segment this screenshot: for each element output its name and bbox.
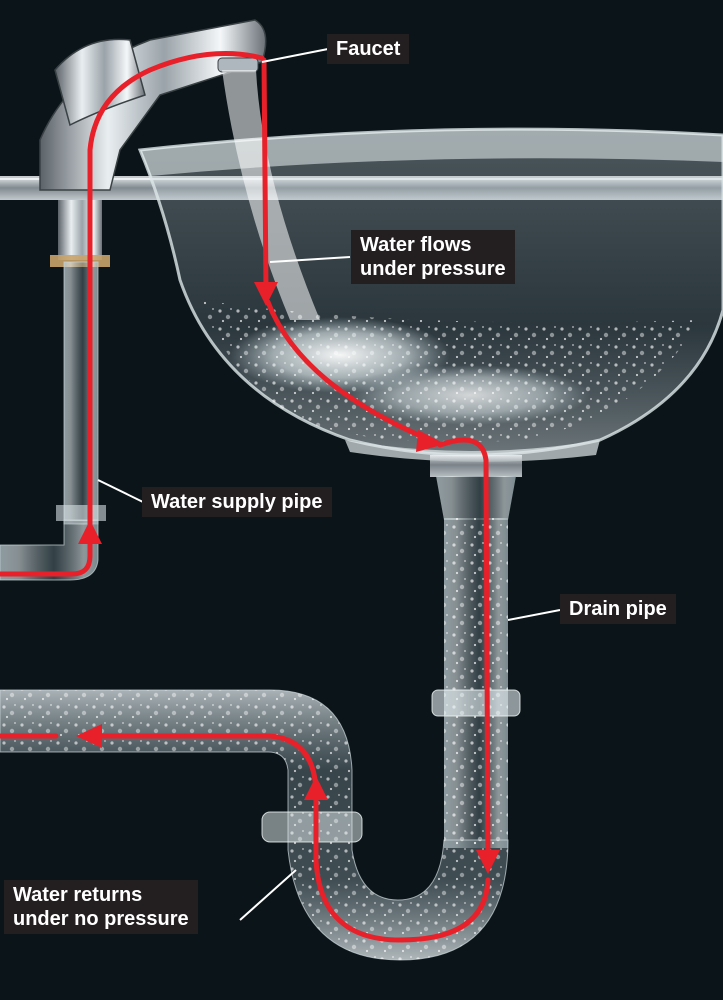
- drain-tailpiece: [430, 455, 522, 848]
- faucet-label: Faucet: [327, 34, 410, 64]
- drain-flow-arrow: [437, 437, 491, 868]
- leader-lines: [97, 48, 561, 921]
- water-supply-label: Water supply pipe: [142, 487, 332, 517]
- basin-flow-arrow: [265, 299, 433, 443]
- arrowhead-trap-up: [304, 776, 328, 800]
- drain-leader: [507, 609, 561, 621]
- flows-leader: [269, 256, 351, 263]
- drain-pipe-label: Drain pipe: [560, 594, 676, 624]
- arrowhead-supply-up: [78, 520, 102, 544]
- water-flows-label: Water flows under pressure: [351, 230, 515, 284]
- arrowhead-faucet-down: [254, 282, 278, 306]
- arrowhead-exit-left: [76, 724, 102, 748]
- returns-leader: [239, 869, 297, 921]
- p-trap: [0, 689, 509, 961]
- arrow-heads: [76, 282, 500, 874]
- flow-arrows: [0, 51, 491, 943]
- faucet-outflow-arrow: [261, 57, 269, 293]
- arrowhead-drain-down: [476, 850, 500, 874]
- supply-flow-arrow: [0, 51, 265, 577]
- faucet-leader: [261, 48, 329, 63]
- supply-leader: [97, 479, 144, 503]
- water-returns-label: Water returns under no pressure: [4, 880, 198, 934]
- arrowhead-basin: [416, 430, 445, 452]
- trap-flow-arrow: [97, 733, 491, 943]
- sink-basin: [137, 127, 723, 462]
